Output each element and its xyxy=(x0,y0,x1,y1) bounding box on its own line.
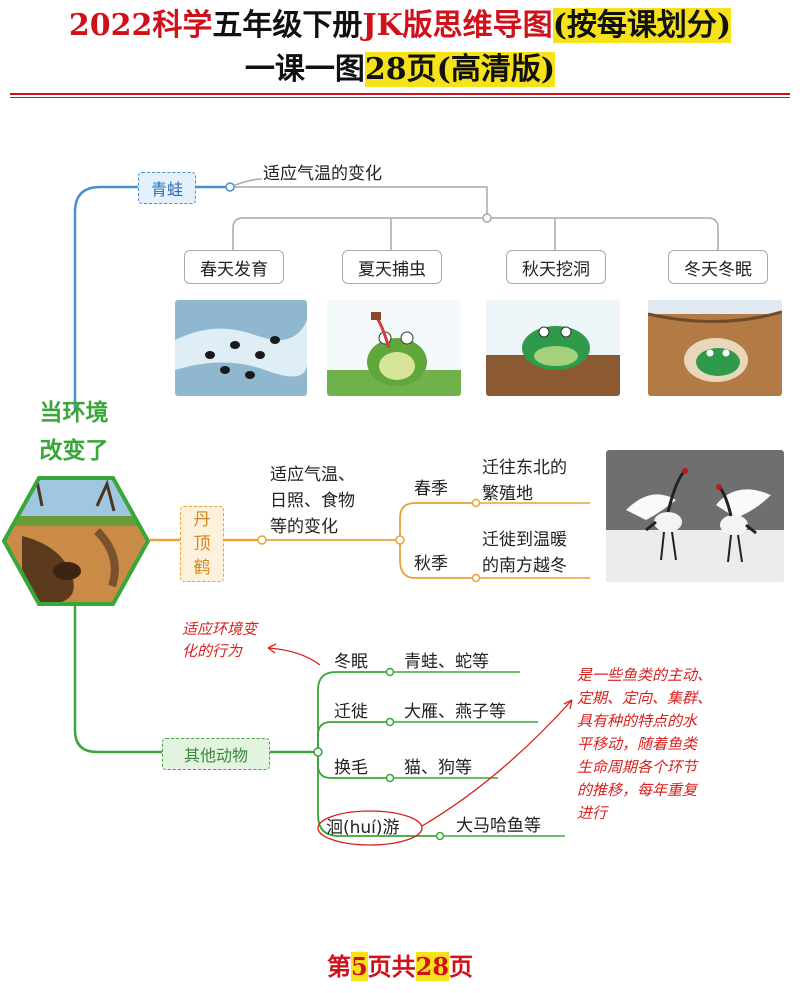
page-total: 28 xyxy=(415,952,450,981)
center-topic-line-1: 当环境 xyxy=(39,400,109,426)
crane-spring-desc-line-1: 迁往东北的 xyxy=(482,458,567,478)
fish-migration-note-line-2: 定期、定向、集群、 xyxy=(577,689,713,707)
title-per-lesson: (按每课划分) xyxy=(552,8,732,43)
title-edition: JK版思维导图 xyxy=(362,8,553,43)
center-topic-line-2: 改变了 xyxy=(39,438,109,464)
crane-node: 丹 顶 鹤 xyxy=(180,506,224,582)
other-animals-node: 其他动物 xyxy=(162,738,270,770)
frog-catching-insect-illustration xyxy=(327,300,461,396)
page-indicator-prefix: 第 xyxy=(326,952,351,981)
crane-spring-desc-line-2: 繁殖地 xyxy=(482,484,533,504)
crane-cause-line-2: 日照、食物 xyxy=(270,491,355,511)
crane-label-char-1: 丹 xyxy=(193,510,211,530)
page-indicator: 第5页共28页 xyxy=(0,950,800,984)
tadpoles-illustration xyxy=(175,300,307,396)
title-line-1: 2022科学五年级下册JK版思维导图(按每课划分) xyxy=(0,6,800,46)
other-item-hibernate-example: 青蛙、蛇等 xyxy=(404,652,489,672)
other-item-molt-example: 猫、狗等 xyxy=(404,758,472,778)
fish-migration-note-line-3: 具有种的特点的水 xyxy=(577,712,698,730)
crane-spring-label: 春季 xyxy=(414,479,448,499)
crane-autumn-desc-line-1: 迁徙到温暖 xyxy=(482,530,567,550)
crane-label-char-2: 顶 xyxy=(193,534,211,554)
fish-migration-note-line-7: 进行 xyxy=(577,804,608,822)
other-item-fish-migration-example: 大马哈鱼等 xyxy=(456,816,541,836)
other-item-migrate: 迁徙 xyxy=(334,702,368,722)
other-item-migrate-example: 大雁、燕子等 xyxy=(404,702,506,722)
behavior-note-line-1: 适应环境变 xyxy=(182,620,258,638)
crane-label-char-3: 鹤 xyxy=(193,558,211,578)
page-indicator-suffix: 页 xyxy=(449,952,474,981)
fish-migration-note-line-5: 生命周期各个环节 xyxy=(577,758,698,776)
title-year-subject: 2022科学 xyxy=(68,8,213,43)
frog-adapt-text: 适应气温的变化 xyxy=(263,164,382,184)
other-item-fish-migration: 洄(huí)游 xyxy=(326,818,400,838)
fish-migration-note-line-6: 的推移，每年重复 xyxy=(577,781,698,799)
crane-cause-line-3: 等的变化 xyxy=(270,517,338,537)
page-current: 5 xyxy=(350,952,368,981)
title-page-count: 28页(高清版) xyxy=(364,52,556,87)
crane-autumn-label: 秋季 xyxy=(414,554,448,574)
fish-migration-note-line-1: 是一些鱼类的主动、 xyxy=(577,666,713,684)
frog-hibernating-illustration xyxy=(648,300,782,396)
title-line-2: 一课一图28页(高清版) xyxy=(0,50,800,90)
frog-node: 青蛙 xyxy=(138,172,196,204)
frog-season-summer: 夏天捕虫 xyxy=(342,250,442,284)
crane-cause-line-1: 适应气温、 xyxy=(270,465,355,485)
behavior-note-line-2: 化的行为 xyxy=(182,642,243,660)
habitat-hexagon-illustration xyxy=(2,476,150,606)
other-item-molt: 换毛 xyxy=(334,758,368,778)
frog-digging-hole-illustration xyxy=(486,300,620,396)
fish-migration-note-line-4: 平移动，随着鱼类 xyxy=(577,735,698,753)
header-rule-thin xyxy=(10,97,790,98)
header-rule xyxy=(10,93,790,95)
title-one-lesson-one-map: 一课一图 xyxy=(244,52,365,87)
frog-season-spring: 春天发育 xyxy=(184,250,284,284)
title-grade: 五年级下册 xyxy=(212,8,363,43)
frog-season-winter: 冬天冬眠 xyxy=(668,250,768,284)
crane-autumn-desc-line-2: 的南方越冬 xyxy=(482,556,567,576)
other-item-hibernate: 冬眠 xyxy=(334,652,368,672)
page-indicator-mid: 页共 xyxy=(367,952,416,981)
red-crowned-cranes-photo xyxy=(606,450,784,582)
frog-season-autumn: 秋天挖洞 xyxy=(506,250,606,284)
